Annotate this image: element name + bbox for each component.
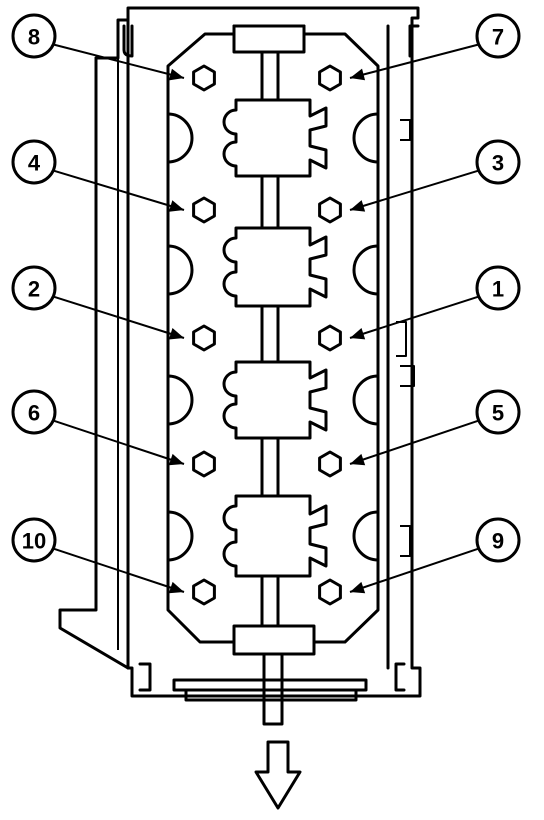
- side-scallops: [166, 112, 380, 562]
- callout-6: 6: [11, 389, 57, 435]
- callout-5: 5: [475, 389, 521, 435]
- head-bolts: [192, 64, 342, 606]
- callout-circle: [11, 265, 57, 311]
- callout-arrowhead: [168, 328, 184, 340]
- callout-circle: [475, 517, 521, 563]
- right-scallop: [352, 244, 380, 296]
- callout-circle: [475, 139, 521, 185]
- callout-leader-line: [349, 547, 480, 593]
- callout-leaders: [52, 43, 480, 594]
- callout-arrowhead: [168, 200, 184, 212]
- callout-10: 10: [11, 517, 57, 563]
- head-bolt-icon: [192, 196, 216, 224]
- callout-leader-line: [349, 295, 480, 339]
- callout-circle: [11, 389, 57, 435]
- callout-leader-line: [52, 547, 185, 593]
- head-bolt-icon: [318, 578, 342, 606]
- callout-arrowhead: [168, 68, 184, 81]
- callout-circle: [475, 389, 521, 435]
- callout-7: 7: [475, 13, 521, 59]
- callout-circle: [11, 139, 57, 185]
- callout-leader-line: [52, 419, 185, 465]
- head-bolt-icon: [318, 64, 342, 92]
- right-scallop: [352, 374, 380, 426]
- callout-arrowhead: [350, 453, 366, 466]
- callout-number: 2: [28, 277, 40, 302]
- right-scallop: [352, 510, 380, 562]
- callout-number: 10: [22, 529, 46, 554]
- cam-bearing-cap: [222, 226, 328, 308]
- head-bolt-icon: [318, 324, 342, 352]
- callout-number: 7: [492, 25, 504, 50]
- callout-9: 9: [475, 517, 521, 563]
- head-bolt-icon: [192, 578, 216, 606]
- head-bolt-icon: [192, 450, 216, 478]
- callout-number: 8: [28, 25, 40, 50]
- callout-circle: [475, 265, 521, 311]
- callout-circle: [475, 13, 521, 59]
- head-bolt-icon: [192, 64, 216, 92]
- callout-arrowhead: [168, 453, 184, 466]
- cam-bearing-caps: [222, 98, 328, 578]
- right-scallop: [352, 112, 380, 164]
- callout-arrowhead: [350, 200, 366, 212]
- callout-arrowhead: [350, 581, 366, 594]
- timing-plate: [172, 678, 368, 702]
- callout-leader-line: [52, 43, 185, 79]
- callout-number: 4: [28, 151, 41, 176]
- cam-carrier: [166, 24, 380, 656]
- callout-number: 9: [492, 529, 504, 554]
- left-scallop: [166, 510, 194, 562]
- callout-circle: [11, 13, 57, 59]
- callout-4: 4: [11, 139, 57, 185]
- callout-leader-line: [52, 295, 185, 339]
- head-bolt-icon: [318, 450, 342, 478]
- head-outline: [58, 6, 422, 698]
- callout-arrowhead: [350, 68, 366, 81]
- cam-bearing-cap: [222, 360, 328, 440]
- callout-leader-line: [349, 43, 480, 79]
- callouts: 8 7 4 3 2 1 6 5 10 9: [11, 13, 521, 563]
- callout-number: 5: [492, 401, 504, 426]
- cam-bearing-cap: [222, 494, 328, 578]
- left-scallop: [166, 112, 194, 164]
- cam-bearing-cap: [222, 98, 328, 178]
- callout-leader-line: [52, 169, 185, 211]
- left-scallop: [166, 374, 194, 426]
- callout-circle: [11, 517, 57, 563]
- callout-2: 2: [11, 265, 57, 311]
- head-bolt-icon: [192, 324, 216, 352]
- callout-arrowhead: [350, 327, 366, 340]
- callout-leader-line: [349, 169, 480, 211]
- callout-number: 3: [492, 151, 504, 176]
- head-bolt-icon: [318, 196, 342, 224]
- callout-number: 1: [492, 277, 504, 302]
- callout-arrowhead: [168, 581, 184, 594]
- callout-number: 6: [28, 401, 40, 426]
- callout-1: 1: [475, 265, 521, 311]
- callout-8: 8: [11, 13, 57, 59]
- callout-leader-line: [349, 419, 480, 465]
- callout-3: 3: [475, 139, 521, 185]
- down-arrow-icon: [254, 740, 302, 810]
- left-scallop: [166, 244, 194, 296]
